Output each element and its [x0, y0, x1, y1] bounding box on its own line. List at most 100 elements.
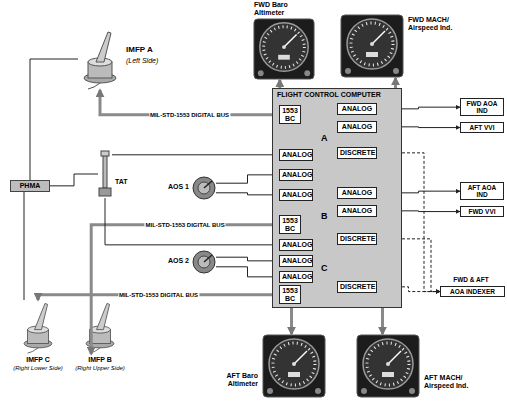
node-label: AFT MACH/ Airspeed Ind.: [424, 374, 486, 389]
analog-io-box: ANALOG: [279, 271, 313, 283]
discrete-io-box: DISCRETE: [337, 281, 377, 293]
aos-picture: [193, 177, 215, 199]
gauge-picture: [254, 19, 314, 79]
signal-wire: [105, 198, 279, 245]
probe-picture: [24, 303, 52, 353]
node-label: AFT VVI: [463, 124, 501, 131]
analog-io-box: ANALOG: [337, 205, 377, 217]
node-label: FLIGHT CONTROL COMPUTER: [277, 91, 401, 99]
node-label: AFT AOA IND: [463, 184, 501, 198]
analog-io-box: ANALOG: [337, 103, 377, 115]
airspeed-indicator: AFT MACH/ Airspeed Ind.: [356, 334, 420, 398]
node-label: (Right Lower Side): [6, 365, 70, 372]
imfp-probe: IMFP B(Right Upper Side): [78, 300, 122, 354]
altimeter-gauge: AFT Baro Altimeter: [262, 334, 326, 398]
discrete-io-box: DISCRETE: [337, 233, 377, 245]
indicator-box: FWD AOA IND: [460, 98, 504, 116]
node-label: DISCRETE: [340, 235, 374, 243]
gauge-picture: [341, 15, 403, 77]
indicator-box: FWD VVI: [460, 206, 504, 217]
node-label: IMFP B: [68, 356, 132, 364]
signal-wire: [112, 154, 279, 155]
node-label: 1553 BC: [282, 217, 298, 232]
node-label: (Right Upper Side): [68, 365, 132, 372]
node-label: TAT: [115, 178, 139, 186]
gauge-picture: [357, 335, 419, 397]
aos-sensor: AOS 2: [192, 250, 216, 274]
signal-wire: [216, 193, 279, 195]
node-label: ANALOG: [282, 273, 310, 281]
data-bus: [381, 308, 384, 334]
node-label: FWD MACH/ Airspeed Ind.: [408, 16, 468, 31]
node-label: IMFP A: [126, 46, 186, 55]
node-label: AOA INDEXER: [443, 288, 502, 295]
node-label: (Left Side): [126, 57, 186, 65]
bus-label: MIL-STD-1553 DIGITAL BUS: [145, 221, 226, 228]
signal-wire: [24, 192, 25, 300]
altimeter-gauge: FWD Baro Altimeter: [252, 18, 316, 80]
section-letter: C: [321, 263, 328, 273]
data-bus: [394, 78, 397, 88]
imfp-probe: IMFP A(Left Side): [78, 28, 122, 90]
node-label: DISCRETE: [340, 283, 374, 291]
signal-wire: [30, 59, 78, 180]
node-label: ANALOG: [340, 123, 374, 131]
node-label: FWD VVI: [463, 208, 501, 215]
node-label: PHMA: [13, 182, 47, 190]
indicator-box: AFT VVI: [460, 122, 504, 133]
node-label: AOS 2: [156, 257, 189, 265]
discrete-io-box: DISCRETE: [337, 147, 377, 159]
data-bus: [91, 225, 279, 354]
analog-io-box: ANALOG: [337, 187, 377, 199]
bus-controller-box: 1553 BC: [279, 285, 301, 304]
analog-io-box: ANALOG: [279, 169, 313, 181]
signal-wire: [216, 175, 279, 183]
node-label: 1553 BC: [282, 287, 298, 302]
node-label: AOS 1: [156, 183, 189, 191]
bus-label: MIL-STD-1553 DIGITAL BUS: [149, 111, 230, 118]
probe-picture: [84, 32, 116, 89]
airspeed-indicator: FWD MACH/ Airspeed Ind.: [340, 14, 404, 78]
node-label: DISCRETE: [340, 149, 374, 157]
analog-io-box: ANALOG: [279, 239, 313, 251]
signal-wire: [216, 267, 279, 277]
node-label: ANALOG: [282, 151, 310, 159]
signal-wire: [216, 257, 279, 261]
section-letter: B: [321, 211, 328, 221]
analog-io-box: ANALOG: [337, 121, 377, 133]
bus-label: MIL-STD-1553 DIGITAL BUS: [118, 291, 199, 298]
bus-controller-box: 1553 BC: [279, 105, 301, 124]
node-label: IMFP C: [6, 356, 70, 364]
node-label: ANALOG: [282, 241, 310, 249]
tat-probe: TAT: [98, 150, 112, 198]
analog-io-box: ANALOG: [279, 189, 313, 201]
aos-sensor: AOS 1: [192, 176, 216, 200]
bus-controller-box: 1553 BC: [279, 215, 301, 234]
node-label: AFT Baro Altimeter: [202, 372, 258, 387]
node-label: ANALOG: [340, 105, 374, 113]
node-label: FWD AOA IND: [463, 100, 501, 114]
indicator-box: AFT AOA IND: [460, 182, 504, 200]
analog-io-box: ANALOG: [279, 255, 313, 267]
aoa-indexer: FWD & AFTAOA INDEXER: [440, 286, 505, 297]
node-label: ANALOG: [282, 191, 310, 199]
gauge-picture: [263, 335, 325, 397]
analog-io-box: ANALOG: [279, 149, 313, 161]
node-label: ANALOG: [282, 257, 310, 265]
data-bus: [290, 308, 293, 334]
flight-control-computer: 1553 BC ANALOG ANALOG ANALOG 1553 BC ANALOG AN…: [272, 88, 402, 308]
node-label: FWD & AFT: [440, 276, 502, 283]
node-label: FWD Baro Altimeter: [254, 1, 312, 16]
aos-picture: [193, 251, 215, 273]
signal-wire: [50, 174, 98, 186]
data-bus: [278, 80, 281, 88]
section-letter: A: [321, 133, 328, 143]
node-label: ANALOG: [282, 171, 310, 179]
tat-picture: [99, 151, 111, 196]
node-label: ANALOG: [340, 189, 374, 197]
node-label: ANALOG: [340, 207, 374, 215]
imfp-probe: IMFP C(Right Lower Side): [16, 300, 60, 354]
node-label: 1553 BC: [282, 107, 298, 122]
